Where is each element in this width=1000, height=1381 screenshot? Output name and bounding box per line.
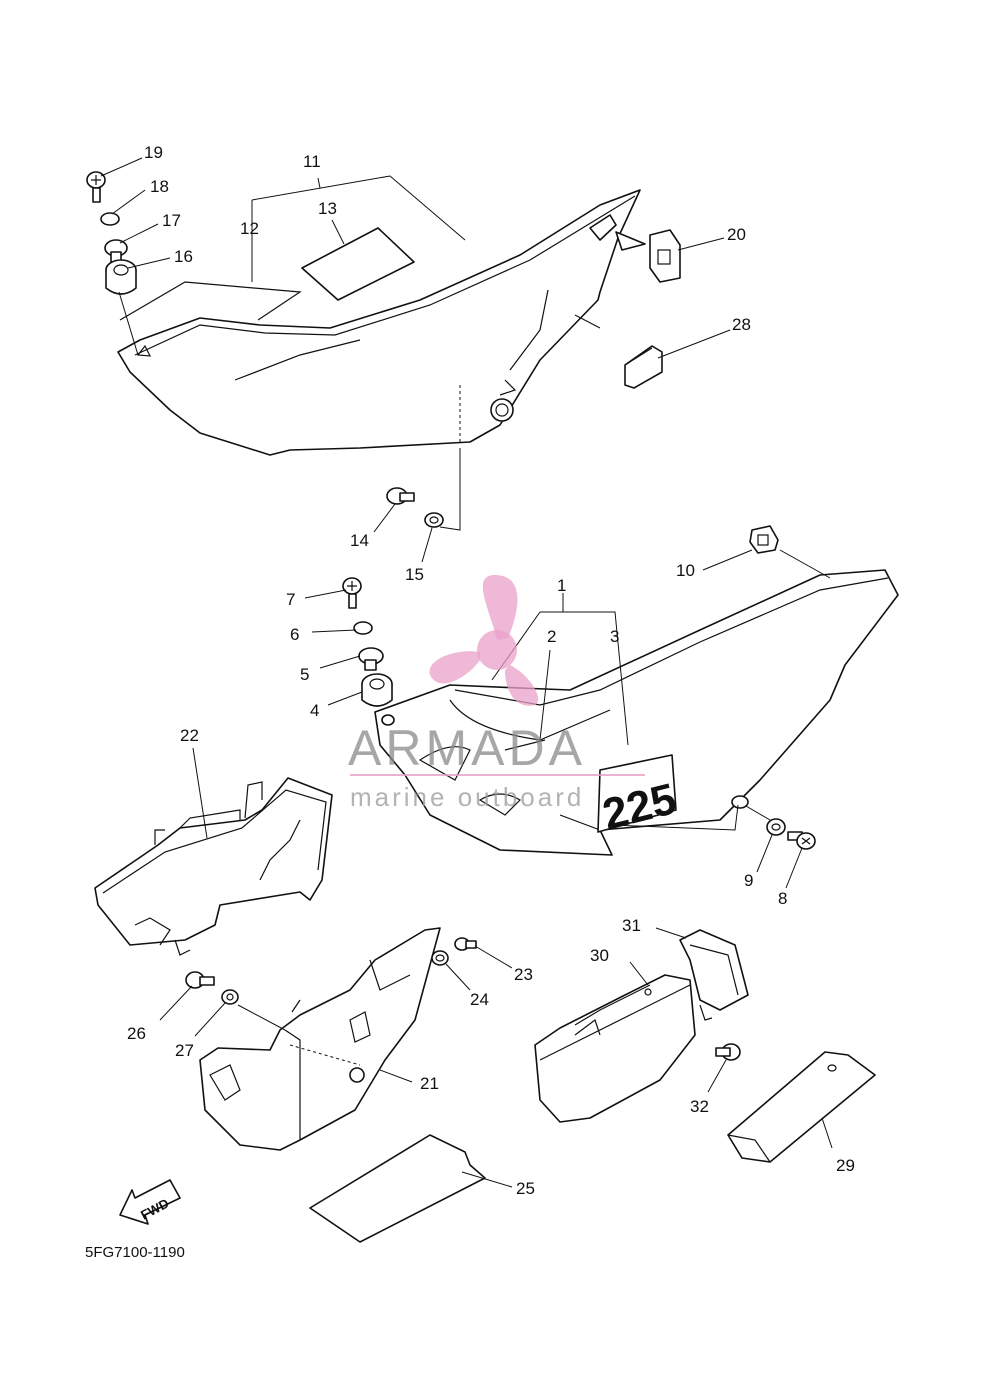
grommet-20 [649, 229, 681, 283]
callout-17: 17 [162, 211, 181, 230]
collar-24 [431, 950, 449, 966]
callout-2: 2 [547, 627, 556, 646]
band-31 [679, 929, 749, 1021]
bolt-23 [454, 937, 477, 951]
callout-13: 13 [318, 199, 337, 218]
fasteners-middle [342, 577, 393, 707]
bolt-14 [386, 487, 415, 505]
callout-19: 19 [144, 143, 163, 162]
lower-side-cover [374, 569, 899, 856]
callout-10: 10 [676, 561, 695, 580]
callout-7: 7 [286, 590, 295, 609]
callout-11: 11 [303, 152, 321, 171]
callout-labels: 1 2 3 4 5 6 7 8 9 10 11 12 13 14 15 16 1… [127, 143, 855, 1198]
callout-15: 15 [405, 565, 424, 584]
callout-18: 18 [150, 177, 169, 196]
callout-29: 29 [836, 1156, 855, 1175]
washer-27 [221, 989, 239, 1005]
propeller-logo-icon [429, 575, 539, 706]
callout-14: 14 [350, 531, 369, 550]
callout-16: 16 [174, 247, 193, 266]
watermark-title: ARMADA [348, 720, 586, 776]
bolt-32 [715, 1043, 741, 1061]
callout-27: 27 [175, 1041, 194, 1060]
tool-bag-29 [727, 1051, 876, 1163]
callout-12: 12 [240, 219, 259, 238]
fwd-arrow: FWD [119, 1179, 181, 1225]
callout-24: 24 [470, 990, 489, 1009]
callout-23: 23 [514, 965, 533, 984]
watermark: ARMADA marine outboard [348, 575, 645, 812]
callout-26: 26 [127, 1024, 146, 1043]
callout-9: 9 [744, 871, 753, 890]
upper-side-cover [117, 189, 646, 456]
callout-6: 6 [290, 625, 299, 644]
bolt-26 [185, 971, 215, 989]
callout-21: 21 [420, 1074, 439, 1093]
watermark-subtitle: marine outboard [350, 782, 584, 812]
diagram-code: 5FG7100-1190 [85, 1244, 185, 1261]
label-sticker [301, 227, 415, 301]
screw-8-washer-9 [731, 795, 816, 850]
tool-case-30 [534, 974, 696, 1123]
callout-4: 4 [310, 701, 319, 720]
callout-1: 1 [557, 576, 566, 595]
cover-21 [199, 927, 441, 1151]
sheet-25 [309, 1134, 486, 1243]
fasteners-top-left [86, 171, 137, 295]
collar-15 [424, 512, 444, 528]
callout-5: 5 [300, 665, 309, 684]
callout-28: 28 [732, 315, 751, 334]
bracket-22 [94, 777, 333, 956]
damper-28 [624, 345, 663, 389]
callout-30: 30 [590, 946, 609, 965]
callout-25: 25 [516, 1179, 535, 1198]
callout-32: 32 [690, 1097, 709, 1116]
grommet-10 [749, 525, 779, 554]
callout-3: 3 [610, 627, 619, 646]
callout-31: 31 [622, 916, 641, 935]
callout-22: 22 [180, 726, 199, 745]
callout-8: 8 [778, 889, 787, 908]
callout-20: 20 [727, 225, 746, 244]
